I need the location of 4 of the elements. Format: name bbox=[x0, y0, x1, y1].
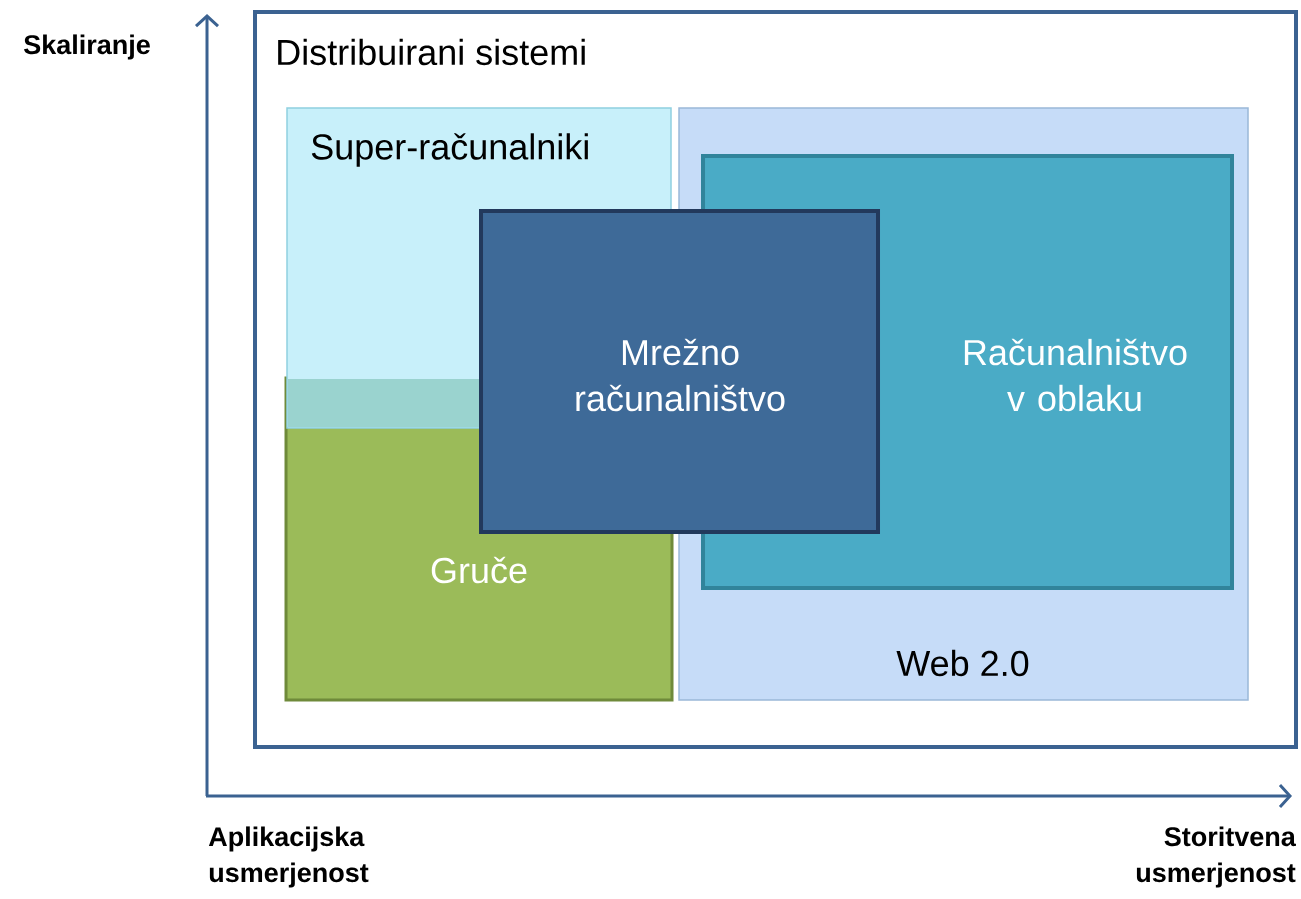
axis-label: Aplikacijska usmerjenost bbox=[208, 826, 369, 888]
axis-label: Skaliranje bbox=[24, 34, 150, 60]
axis-label: Storitvena usmerjenost bbox=[1136, 826, 1296, 888]
area-box: Mrežno računalništvo bbox=[479, 209, 880, 534]
